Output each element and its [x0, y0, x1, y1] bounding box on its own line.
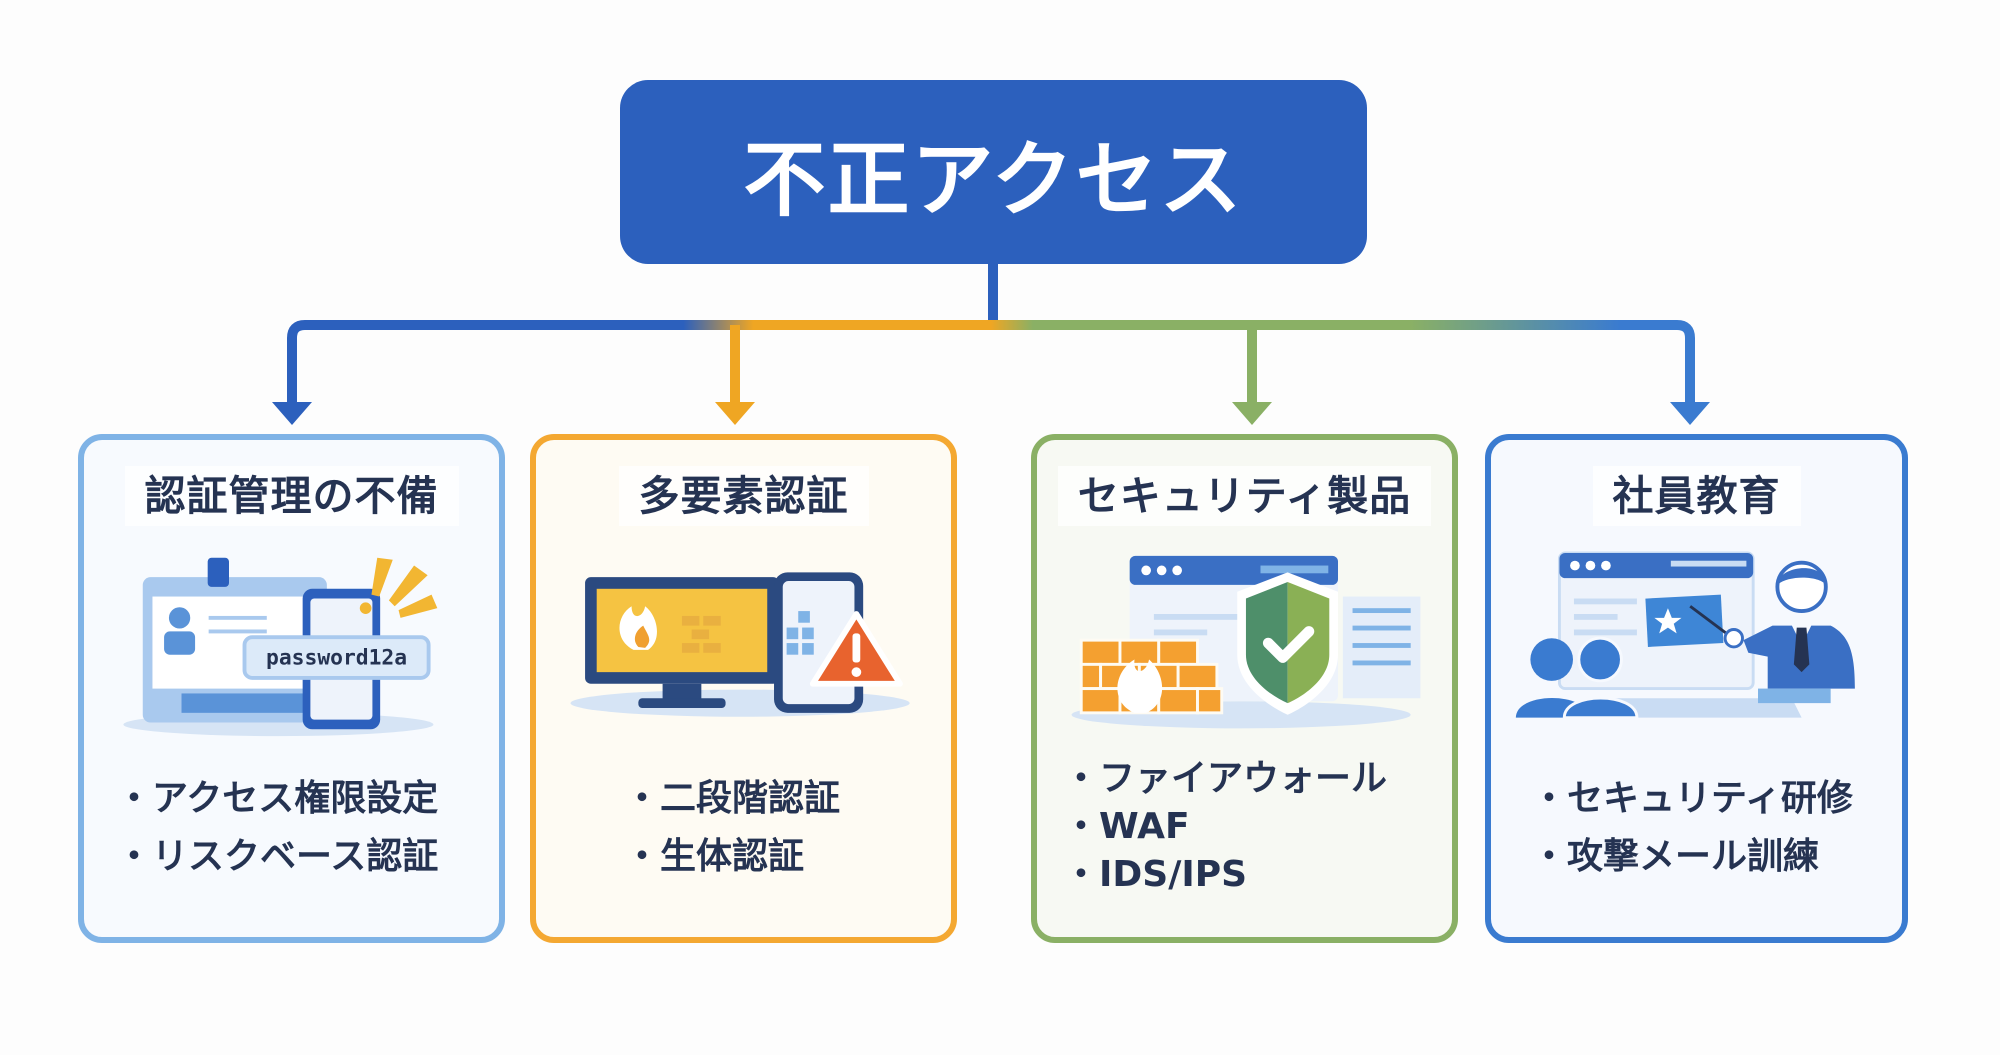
monitor-phone-warning-icon: [556, 545, 931, 745]
card-items: ファイアウォール WAF IDS/IPS: [1063, 755, 1387, 899]
card-employee-training: 社員教育 セキュリティ研修 攻撃メール訓練: [1485, 434, 1908, 943]
list-item: ファイアウォール: [1063, 755, 1387, 803]
card-items: セキュリティ研修 攻撃メール訓練: [1531, 770, 1853, 886]
list-item: 二段階認証: [624, 770, 840, 828]
branch-bar: [287, 320, 1695, 405]
card-title: セキュリティ製品: [1057, 466, 1432, 526]
root-node: 不正アクセス: [620, 80, 1367, 264]
arrow-head-2: [1232, 402, 1272, 425]
card-title: 認証管理の不備: [124, 466, 459, 526]
arrow-head-3: [1670, 402, 1710, 425]
list-item: WAF: [1063, 803, 1387, 851]
card-items: アクセス権限設定 リスクベース認証: [116, 770, 438, 886]
list-item: セキュリティ研修: [1531, 770, 1853, 828]
root-label: 不正アクセス: [743, 132, 1244, 228]
firewall-shield-icon: [1057, 545, 1432, 745]
card-items: 二段階認証 生体認証: [624, 770, 840, 886]
card-security-products: セキュリティ製品 ファイアウォール: [1031, 434, 1458, 943]
list-item: リスクベース認証: [116, 828, 438, 886]
list-item: IDS/IPS: [1063, 851, 1387, 899]
training-presentation-icon: [1511, 545, 1882, 745]
card-authentication-management: 認証管理の不備 password12a アクセス権限設定 リスクベース認証: [78, 434, 505, 943]
list-item: 生体認証: [624, 828, 840, 886]
arrow-head-1: [715, 402, 755, 425]
arrow-head-0: [272, 402, 312, 425]
card-title: 多要素認証: [618, 466, 869, 526]
password-text: password12a: [266, 645, 407, 670]
list-item: アクセス権限設定: [116, 770, 438, 828]
card-multi-factor-auth: 多要素認証 二段階認証 生体認証: [530, 434, 957, 943]
id-card-password-icon: password12a: [104, 545, 479, 745]
card-title: 社員教育: [1592, 466, 1801, 526]
list-item: 攻撃メール訓練: [1531, 828, 1853, 886]
